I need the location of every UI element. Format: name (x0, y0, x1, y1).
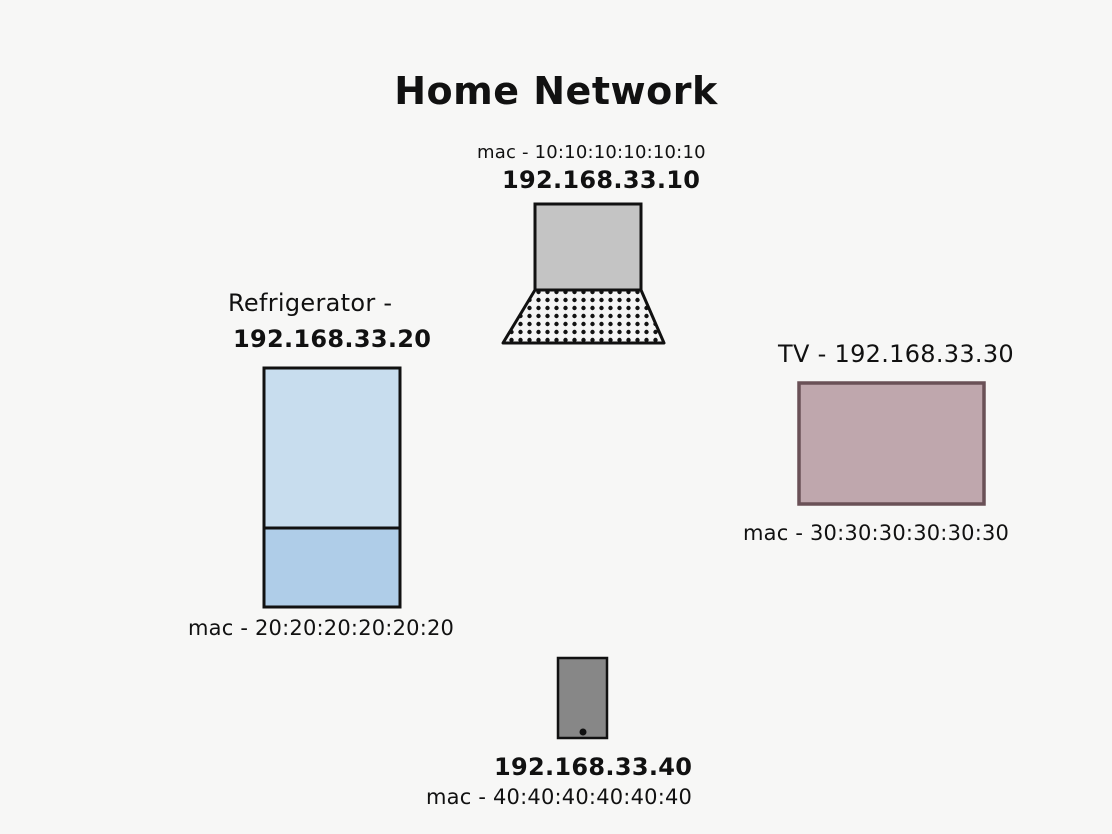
tv-screen (797, 381, 986, 506)
tv-mac-label: mac - 30:30:30:30:30:30 (743, 521, 1010, 545)
laptop-keyboard (501, 288, 666, 345)
phone-ip-label: 192.168.33.40 (494, 753, 693, 781)
laptop-screen (533, 202, 643, 292)
laptop-mac-label: mac - 10:10:10:10:10:10 (477, 142, 706, 163)
refrigerator-icon (262, 366, 402, 609)
refrigerator-upper-door (262, 366, 402, 530)
tv-icon (797, 381, 986, 506)
refrigerator-mac-label: mac - 20:20:20:20:20:20 (188, 616, 455, 640)
phone-mac-label: mac - 40:40:40:40:40:40 (426, 785, 693, 809)
phone-body (556, 656, 609, 740)
tv-label: TV - 192.168.33.30 (778, 340, 1014, 368)
refrigerator-name-label: Refrigerator - (228, 289, 393, 317)
diagram-title: Home Network (394, 69, 718, 113)
laptop-ip-label: 192.168.33.10 (502, 166, 701, 194)
phone-icon (556, 656, 609, 740)
laptop-icon (501, 202, 666, 345)
phone-home-button (579, 728, 587, 736)
refrigerator-ip-label: 192.168.33.20 (233, 325, 432, 353)
refrigerator-lower-door (262, 526, 402, 609)
